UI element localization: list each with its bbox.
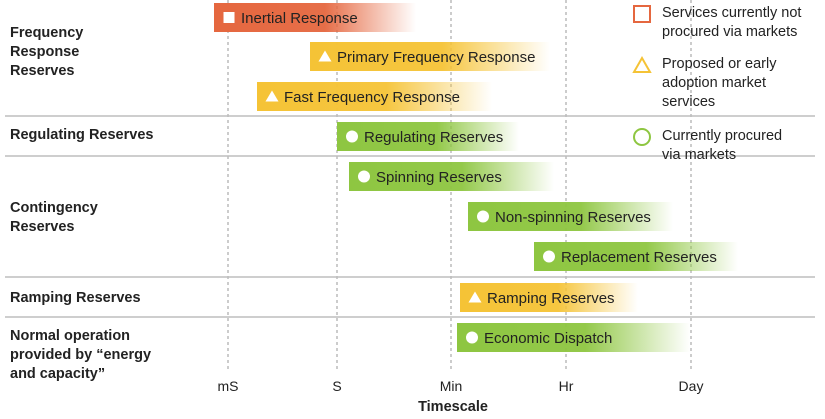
service-label: Replacement Reserves — [561, 249, 717, 266]
service-bar-fill — [460, 283, 638, 312]
service-bar-economic-dispatch: Economic Dispatch — [457, 323, 690, 352]
tick-label-ms: mS — [217, 378, 239, 394]
legend-label: Services currently not procured via mark… — [662, 5, 802, 40]
service-bar-primary-frequency-response: Primary Frequency Response — [310, 42, 550, 71]
service-bar-fill — [468, 202, 673, 231]
triangle-marker-icon — [265, 90, 279, 102]
service-bar-fill — [214, 3, 416, 32]
category-frequency-response: Frequency Response Reserves — [10, 25, 84, 79]
tick-label-s: S — [332, 378, 342, 394]
circle-marker-icon — [477, 210, 489, 223]
service-label: Regulating Reserves — [364, 129, 503, 146]
tick-label-hr: Hr — [558, 378, 574, 394]
service-bar-fast-frequency-response: Fast Frequency Response — [257, 82, 492, 111]
square-marker-icon — [223, 12, 235, 23]
category-ramping: Ramping Reserves — [10, 290, 141, 306]
triangle-marker-icon — [318, 50, 332, 62]
legend-proposed: Proposed or early adoption market servic… — [632, 55, 782, 112]
service-label: Inertial Response — [241, 10, 358, 27]
axis-title: Timescale — [418, 399, 488, 415]
service-label: Economic Dispatch — [484, 330, 612, 347]
circle-marker-icon — [543, 250, 555, 263]
circle-marker-icon — [346, 130, 358, 143]
legend-not-procured: Services currently not procured via mark… — [632, 4, 825, 42]
service-bar-ramping-reserves: Ramping Reserves — [460, 283, 638, 312]
square-outline-icon — [633, 5, 651, 23]
service-bar-fill — [534, 242, 738, 271]
legend-procured: Currently procured via markets — [632, 127, 802, 165]
circle-marker-icon — [466, 331, 478, 344]
service-bar-fill — [337, 122, 519, 151]
circle-outline-icon — [633, 128, 651, 146]
category-regulating: Regulating Reserves — [10, 127, 154, 143]
service-bar-fill — [257, 82, 492, 111]
category-normal-operation: Normal operation provided by “energy and… — [10, 328, 152, 382]
service-label: Non-spinning Reserves — [495, 209, 651, 226]
service-bar-inertial-response: Inertial Response — [214, 3, 416, 32]
legend-label: Proposed or early adoption market servic… — [662, 56, 777, 110]
tick-label-day: Day — [678, 378, 704, 394]
service-bar-fill — [457, 323, 690, 352]
category-contingency: Contingency Reserves — [10, 200, 98, 235]
service-bar-fill — [349, 162, 554, 191]
service-label: Primary Frequency Response — [337, 49, 535, 66]
circle-marker-icon — [358, 170, 370, 183]
service-bar-spinning-reserves: Spinning Reserves — [349, 162, 554, 191]
triangle-marker-icon — [468, 291, 482, 303]
service-bar-regulating-reserves: Regulating Reserves — [337, 122, 519, 151]
legend-label: Currently procured via markets — [662, 128, 783, 163]
service-bar-fill — [310, 42, 550, 71]
service-label: Ramping Reserves — [487, 290, 615, 307]
service-label: Fast Frequency Response — [284, 89, 460, 106]
service-label: Spinning Reserves — [376, 169, 502, 186]
triangle-outline-icon — [632, 55, 652, 73]
service-bar-non-spinning-reserves: Non-spinning Reserves — [468, 202, 673, 231]
tick-label-min: Min — [439, 378, 463, 394]
service-bar-replacement-reserves: Replacement Reserves — [534, 242, 738, 271]
